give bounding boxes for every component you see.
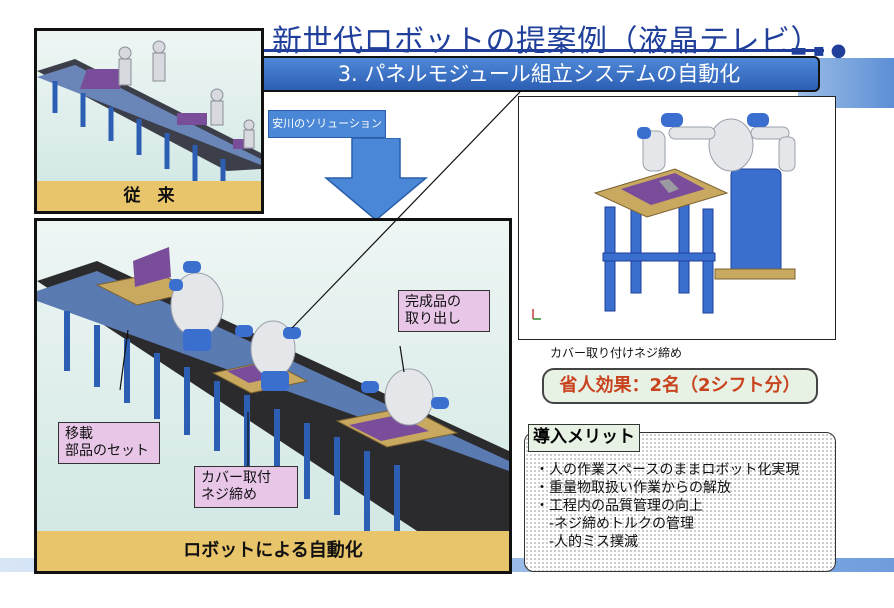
callout-transfer-line-1: 移載 bbox=[65, 426, 93, 442]
callout-transfer-parts: 移載 部品のセット bbox=[58, 422, 160, 464]
merit-item: ・重量物取扱い作業からの解放 bbox=[535, 480, 731, 496]
solution-label: 安川のソリューション bbox=[268, 110, 386, 138]
labor-effect-badge: 省人効果：2名（2シフト分） bbox=[542, 368, 818, 404]
callout-transfer-line-2: 部品のセット bbox=[65, 443, 149, 459]
merit-item: -人的ミス撲滅 bbox=[535, 534, 639, 550]
automation-label: ロボットによる自動化 bbox=[37, 531, 509, 571]
title-decoration: ▬ ▪ ● bbox=[790, 40, 847, 61]
robot-caption: カバー取り付けネジ締め bbox=[550, 346, 683, 360]
conventional-label: 従 来 bbox=[37, 181, 261, 211]
callout-cover-line-2: ネジ締め bbox=[201, 487, 257, 503]
merit-item: ・工程内の品質管理の向上 bbox=[535, 498, 703, 514]
page-title: 新世代ロボットの提案例（液晶テレビ） bbox=[272, 24, 821, 59]
callout-finished-removal: 完成品の 取り出し bbox=[398, 290, 490, 332]
merits-list: ・人の作業スペースのままロボット化実現 ・重量物取扱い作業からの解放 ・工程内の… bbox=[535, 461, 799, 551]
callout-finished-line-1: 完成品の bbox=[405, 294, 461, 310]
merit-item: ・人の作業スペースのままロボット化実現 bbox=[535, 462, 800, 478]
callout-finished-line-2: 取り出し bbox=[405, 311, 461, 327]
subtitle-banner: 3. パネルモジュール組立システムの自動化 bbox=[258, 56, 820, 92]
down-arrow bbox=[323, 138, 429, 221]
conventional-line-illustration bbox=[37, 40, 261, 181]
callout-cover-screw: カバー取付 ネジ締め bbox=[194, 466, 298, 508]
merits-box: ・人の作業スペースのままロボット化実現 ・重量物取扱い作業からの解放 ・工程内の… bbox=[524, 432, 836, 572]
robot-workcell-image bbox=[518, 96, 836, 340]
automation-line-illustration bbox=[37, 247, 509, 531]
merits-title: 導入メリット bbox=[528, 424, 640, 452]
conventional-panel: 従 来 bbox=[34, 28, 264, 214]
callout-cover-line-1: カバー取付 bbox=[201, 470, 271, 486]
title-underline bbox=[262, 49, 824, 52]
robot-workcell-illustration bbox=[532, 113, 796, 320]
automation-panel: ロボットによる自動化 bbox=[34, 218, 512, 574]
merit-item: -ネジ締めトルクの管理 bbox=[535, 516, 695, 532]
